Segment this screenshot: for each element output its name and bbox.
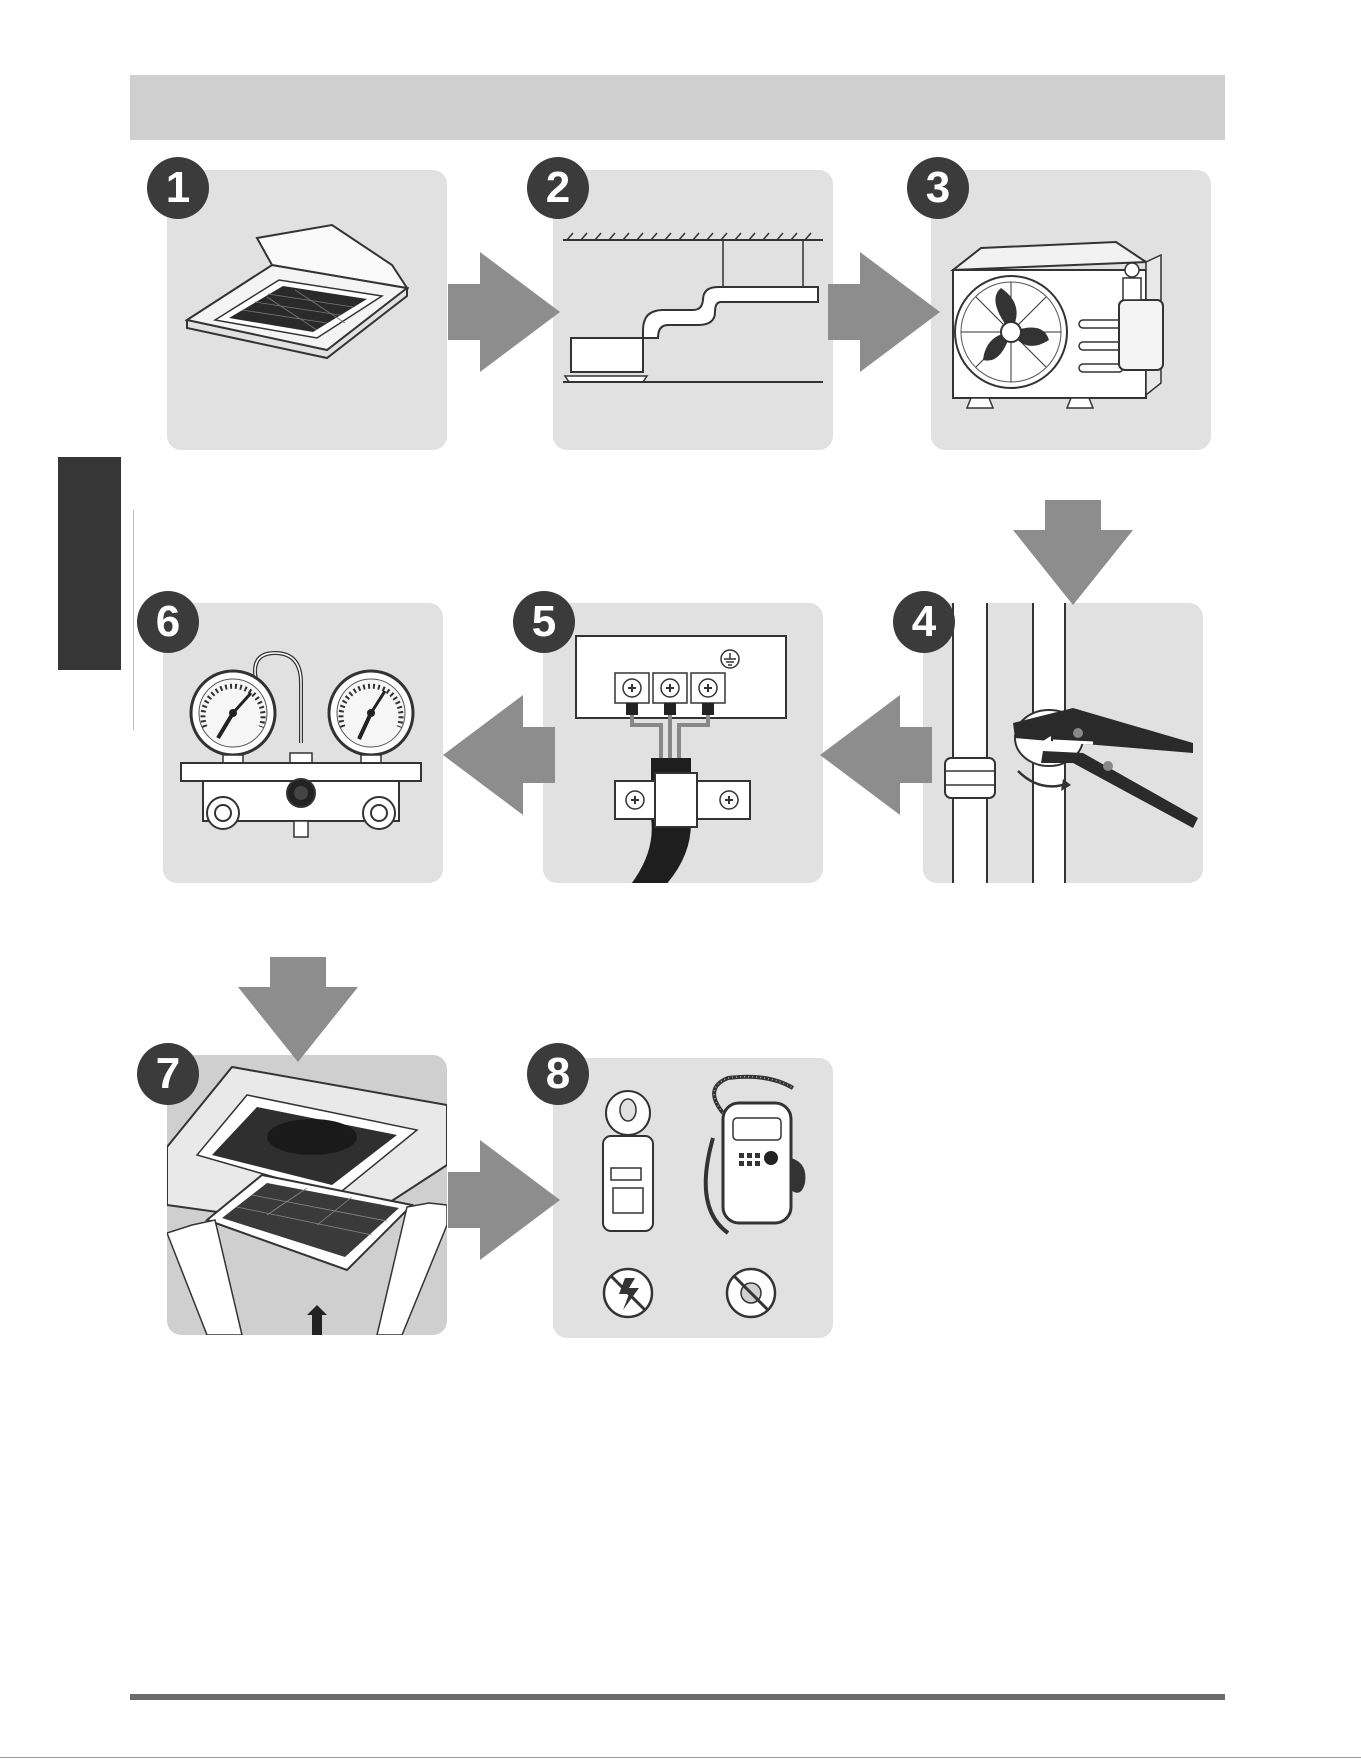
step-5-badge: 5 [513,591,575,653]
install-grille-illustration [167,1055,447,1335]
step-2-badge: 2 [527,157,589,219]
step-1-panel [167,170,447,450]
page-edge-line [0,1757,1361,1758]
step-6-panel [163,603,443,883]
arrow-left-4-to-5 [820,695,932,815]
ductwork-illustration [553,170,833,450]
step-7-badge: 7 [137,1043,199,1105]
step-2-panel [553,170,833,450]
arrow-down-6-to-7 [238,957,358,1062]
manifold-gauge-illustration [163,603,443,883]
step-3-panel [931,170,1211,450]
margin-line [133,510,134,730]
step-3-badge: 3 [907,157,969,219]
header-bar [130,75,1225,140]
arrow-left-5-to-6 [443,695,555,815]
step-1-badge: 1 [147,157,209,219]
step-4-panel [923,603,1203,883]
terminal-block-illustration [543,603,823,883]
step-7-panel [167,1055,447,1335]
test-instruments-illustration [553,1058,833,1338]
arrow-right-7-to-8 [448,1140,560,1260]
ceiling-cassette-illustration [167,170,447,450]
step-8-panel [553,1058,833,1338]
wrench-pipe-illustration [923,603,1203,883]
step-6-badge: 6 [137,591,199,653]
section-tab [58,457,121,670]
step-4-badge: 4 [893,591,955,653]
arrow-right-2-to-3 [828,252,940,372]
arrow-right-1-to-2 [448,252,560,372]
step-8-badge: 8 [527,1043,589,1105]
outdoor-unit-illustration [931,170,1211,450]
footer-rule [130,1694,1225,1700]
step-5-panel [543,603,823,883]
arrow-down-3-to-4 [1013,500,1133,605]
